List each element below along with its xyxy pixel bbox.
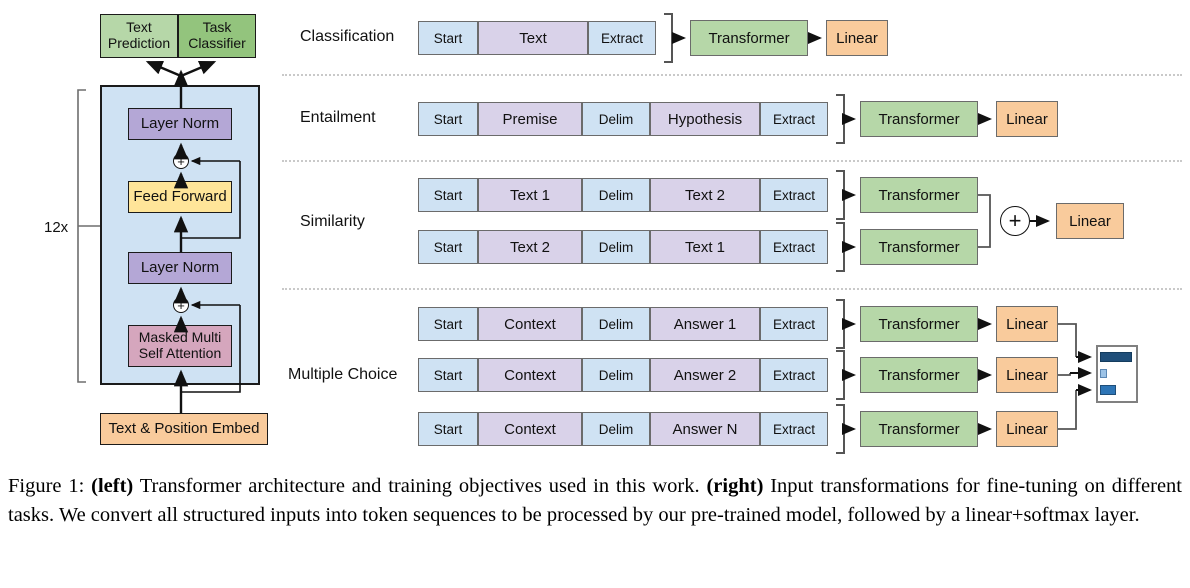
linear-box: Linear	[996, 101, 1058, 137]
transformer-box: Transformer	[860, 306, 978, 342]
token-answer-n: Answer N	[650, 412, 760, 446]
caption-tail: Input transformations for fine-tuning on…	[8, 475, 1182, 527]
token-start: Start	[418, 102, 478, 136]
task-label-entailment: Entailment	[300, 109, 376, 126]
token-extract: Extract	[588, 21, 656, 55]
layer-norm-bottom-label: Layer Norm	[140, 258, 220, 276]
token-delim: Delim	[582, 412, 650, 446]
token-start: Start	[418, 307, 478, 341]
task-label-multiple-choice: Multiple Choice	[288, 366, 398, 383]
token-text-1: Text 1	[650, 230, 760, 264]
linear-box: Linear	[996, 357, 1058, 393]
softmax-bar-answer-1	[1100, 352, 1132, 362]
caption-bold-right: (right)	[706, 475, 764, 497]
token-start: Start	[418, 412, 478, 446]
residual-add-bottom-symbol: +	[177, 297, 185, 313]
token-answer-2: Answer 2	[650, 358, 760, 392]
transformer-box: Transformer	[860, 357, 978, 393]
layer-norm-top-box: Layer Norm	[128, 108, 232, 140]
token-extract: Extract	[760, 230, 828, 264]
linear-box: Linear	[826, 20, 888, 56]
task-classifier-box: Task Classifier	[178, 14, 256, 58]
token-start: Start	[418, 358, 478, 392]
task-label-similarity: Similarity	[300, 213, 365, 230]
softmax-bar-answer-n	[1100, 385, 1116, 395]
task-classifier-line2: Classifier	[188, 35, 246, 51]
residual-add-bottom-icon: +	[173, 297, 189, 313]
feed-forward-label: Feed Forward	[133, 187, 227, 205]
token-text-1: Text 1	[478, 178, 582, 212]
linear-box: Linear	[996, 306, 1058, 342]
token-delim: Delim	[582, 230, 650, 264]
token-delim: Delim	[582, 102, 650, 136]
token-extract: Extract	[760, 178, 828, 212]
token-text: Text	[478, 21, 588, 55]
token-extract: Extract	[760, 307, 828, 341]
token-delim: Delim	[582, 178, 650, 212]
token-text-2: Text 2	[650, 178, 760, 212]
token-extract: Extract	[760, 102, 828, 136]
similarity-merge-symbol: +	[1008, 208, 1022, 233]
text-position-embed-label: Text & Position Embed	[108, 419, 260, 437]
figure-caption: Figure 1: (left) Transformer architectur…	[8, 472, 1182, 530]
transformer-box: Transformer	[860, 411, 978, 447]
token-context: Context	[478, 358, 582, 392]
linear-box: Linear	[996, 411, 1058, 447]
token-premise: Premise	[478, 102, 582, 136]
task-label-classification: Classification	[300, 28, 395, 45]
transformer-box: Transformer	[690, 20, 808, 56]
residual-add-top-symbol: +	[177, 153, 185, 169]
similarity-merge-add-icon: +	[1000, 206, 1030, 236]
transformer-box: Transformer	[860, 101, 978, 137]
attention-line1: Masked Multi	[138, 329, 222, 346]
text-position-embed-box: Text & Position Embed	[100, 413, 268, 445]
token-start: Start	[418, 178, 478, 212]
caption-prefix: Figure 1:	[8, 475, 92, 497]
text-prediction-line2: Prediction	[107, 35, 171, 51]
token-context: Context	[478, 307, 582, 341]
transformer-box: Transformer	[860, 229, 978, 265]
task-classifier-line1: Task	[202, 19, 232, 36]
token-start: Start	[418, 230, 478, 264]
repeat-12x-label: 12x	[44, 219, 69, 236]
caption-bold-left: (left)	[91, 475, 134, 497]
token-text-2: Text 2	[478, 230, 582, 264]
caption-mid: Transformer architecture and training ob…	[133, 475, 707, 497]
linear-box: Linear	[1056, 203, 1124, 239]
token-delim: Delim	[582, 307, 650, 341]
masked-multi-self-attention-box: Masked Multi Self Attention	[128, 325, 232, 367]
text-prediction-box: Text Prediction	[100, 14, 178, 58]
token-extract: Extract	[760, 358, 828, 392]
token-start: Start	[418, 21, 478, 55]
separator-1	[282, 74, 1182, 76]
token-answer-1: Answer 1	[650, 307, 760, 341]
feed-forward-box: Feed Forward	[128, 181, 232, 213]
separator-2	[282, 160, 1182, 162]
token-extract: Extract	[760, 412, 828, 446]
residual-add-top-icon: +	[173, 153, 189, 169]
layer-norm-top-label: Layer Norm	[140, 114, 220, 132]
separator-3	[282, 288, 1182, 290]
token-hypothesis: Hypothesis	[650, 102, 760, 136]
softmax-bar-answer-2	[1100, 369, 1107, 378]
attention-line2: Self Attention	[138, 345, 222, 361]
token-context: Context	[478, 412, 582, 446]
transformer-box: Transformer	[860, 177, 978, 213]
token-delim: Delim	[582, 358, 650, 392]
text-prediction-line1: Text	[126, 19, 152, 36]
layer-norm-bottom-box: Layer Norm	[128, 252, 232, 284]
